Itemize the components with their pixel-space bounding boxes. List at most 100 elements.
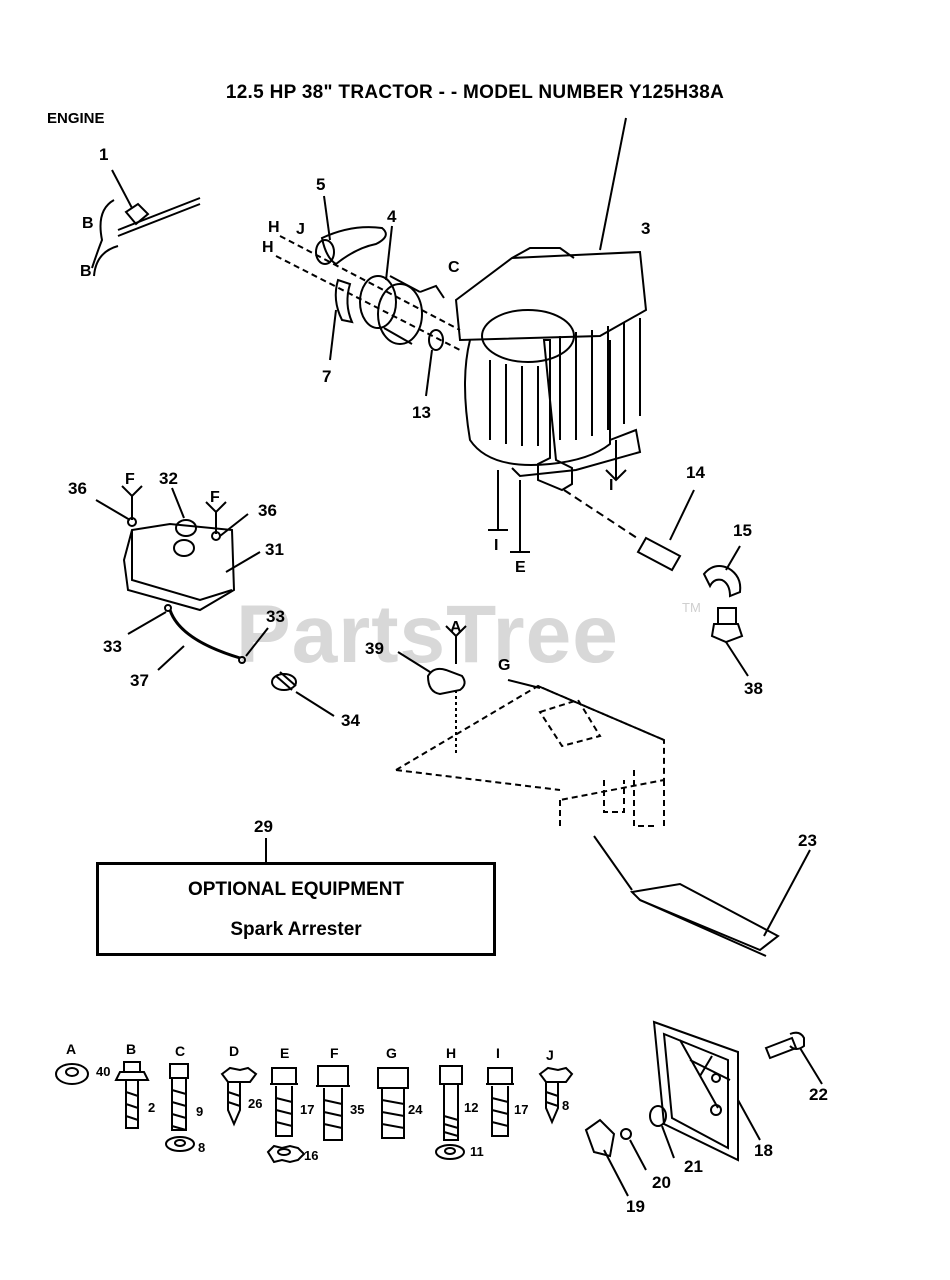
ref-h-1: H [268,219,280,236]
callout-38: 38 [744,679,763,698]
callout-33b: 33 [266,607,285,626]
hw-G-bolt [377,1067,409,1139]
ref-b-2: B [80,263,92,280]
callout-29: 29 [254,817,273,836]
part-23-skid [593,835,811,957]
ref-f-2: F [210,489,220,506]
hw-letter-j: J [546,1047,554,1063]
callout-5: 5 [316,175,325,194]
part-21-spacer [649,1105,675,1159]
hw-qty-f: 35 [350,1102,364,1117]
callout-15: 15 [733,521,752,540]
part-number-labels: 1 5 4 3 13 7 14 15 38 36 32 36 31 33 33 … [68,145,828,1216]
tractor-frame [395,684,665,830]
engine-ref-lines [488,440,627,553]
hw-qty-i: 17 [514,1102,528,1117]
ref-j: J [296,221,305,238]
ref-b-1: B [82,215,94,232]
callout-23: 23 [798,831,817,850]
hw-B-bolt [114,1061,150,1129]
callout-1: 1 [99,145,108,164]
callout-36a: 36 [68,479,87,498]
hw-sub-h: 11 [470,1144,484,1159]
reference-letters: B B H H J C F F I E I A G [80,215,613,674]
part-15-elbow [702,545,742,598]
hardware-letters: A B C D E F G H I J [66,1041,554,1063]
hw-D-screw [220,1066,258,1127]
hw-letter-a: A [66,1041,76,1057]
hw-qty-j: 8 [562,1098,569,1113]
hw-letter-f: F [330,1045,339,1061]
frame-ref-g [507,679,541,689]
hw-letter-c: C [175,1043,185,1059]
callout-39: 39 [365,639,384,658]
hw-qty-b: 2 [148,1100,155,1115]
ref-a: A [450,619,462,636]
callout-21: 21 [684,1157,703,1176]
hw-A-nut [55,1063,89,1085]
optional-equipment-box: OPTIONAL EQUIPMENT Spark Arrester [96,862,496,956]
part-22-bolt [764,1031,823,1085]
part-air-cleaner [275,195,461,397]
optional-item: Spark Arrester [230,919,362,940]
hw-qty-h: 12 [464,1100,478,1115]
callout-37: 37 [130,671,149,690]
hw-qty-c: 9 [196,1104,203,1119]
callout-20: 20 [652,1173,671,1192]
hw-sub-e: 16 [304,1148,318,1163]
part-14-pipe [563,489,695,572]
ref-i-1: I [494,537,498,554]
part-20-washer [620,1128,647,1171]
callout-22: 22 [809,1085,828,1104]
hw-H-bolt [435,1065,465,1160]
part-39-clamp [397,625,467,756]
section-label: ENGINE [47,110,105,127]
hw-qty-d: 26 [248,1096,262,1111]
ref-f-1: F [125,471,135,488]
hw-letter-e: E [280,1045,289,1061]
part-3-engine [454,117,648,492]
hw-letter-h: H [446,1045,456,1061]
callout-33a: 33 [103,637,122,656]
ref-c: C [448,259,460,276]
hardware-quantities: 40 2 9 8 26 17 16 35 24 12 11 17 8 [96,1064,569,1163]
optional-heading: OPTIONAL EQUIPMENT [187,879,405,900]
page-title: 12.5 HP 38" TRACTOR - - MODEL NUMBER Y12… [225,82,725,103]
part-38-fitting [710,607,749,677]
callout-19: 19 [626,1197,645,1216]
hw-C-bolt [165,1063,195,1152]
ref-g: G [498,657,510,674]
hw-J-screw [538,1066,574,1125]
part-19-clip [584,1118,629,1197]
callout-36b: 36 [258,501,277,520]
hw-sub-c: 8 [198,1140,205,1155]
part-18-screen [652,1020,761,1162]
callout-18: 18 [754,1141,773,1160]
part-1-cable-clip [91,169,201,277]
ref-e: E [515,559,526,576]
hw-E-bolt [266,1067,306,1164]
callout-34: 34 [341,711,360,730]
hw-letter-g: G [386,1045,397,1061]
part-31-fuel-tank [95,485,261,612]
hw-I-bolt [486,1067,514,1137]
watermark: PartsTree [236,589,619,680]
hw-letter-d: D [229,1043,239,1059]
callout-13: 13 [412,403,431,422]
callout-4: 4 [387,207,397,226]
hw-qty-e: 17 [300,1102,314,1117]
part-34-filter [271,671,335,717]
callout-3: 3 [641,219,650,238]
hw-qty-a: 40 [96,1064,110,1079]
hw-letter-b: B [126,1041,136,1057]
hw-qty-g: 24 [408,1102,423,1117]
watermark-tm: TM [682,600,701,615]
ref-i-2: I [609,477,613,494]
hw-letter-i: I [496,1045,500,1061]
hw-F-bolt [316,1065,350,1141]
callout-32: 32 [159,469,178,488]
callout-7: 7 [322,367,331,386]
ref-h-2: H [262,239,274,256]
